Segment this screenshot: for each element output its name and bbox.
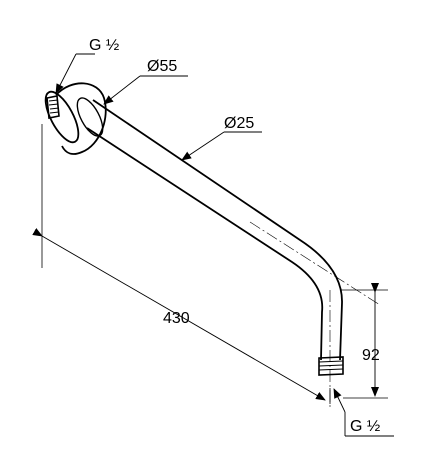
wall-flange <box>44 82 107 155</box>
extension-lines <box>41 124 388 404</box>
inlet-thread-callout <box>55 53 95 94</box>
flange-diameter-label: Ø55 <box>147 58 177 75</box>
outlet-thread-label: G ½ <box>350 418 380 435</box>
outlet-thread-callout <box>333 388 394 437</box>
flange-diameter-callout <box>103 75 188 105</box>
arm-diameter-label: Ø25 <box>224 115 254 132</box>
length-label: 430 <box>163 310 190 327</box>
arm-diameter-callout <box>181 131 262 161</box>
inlet-thread-label: G ½ <box>89 37 119 54</box>
length-dimension <box>32 228 326 401</box>
drop-label: 92 <box>362 347 380 364</box>
shower-arm-pipe <box>86 99 381 410</box>
